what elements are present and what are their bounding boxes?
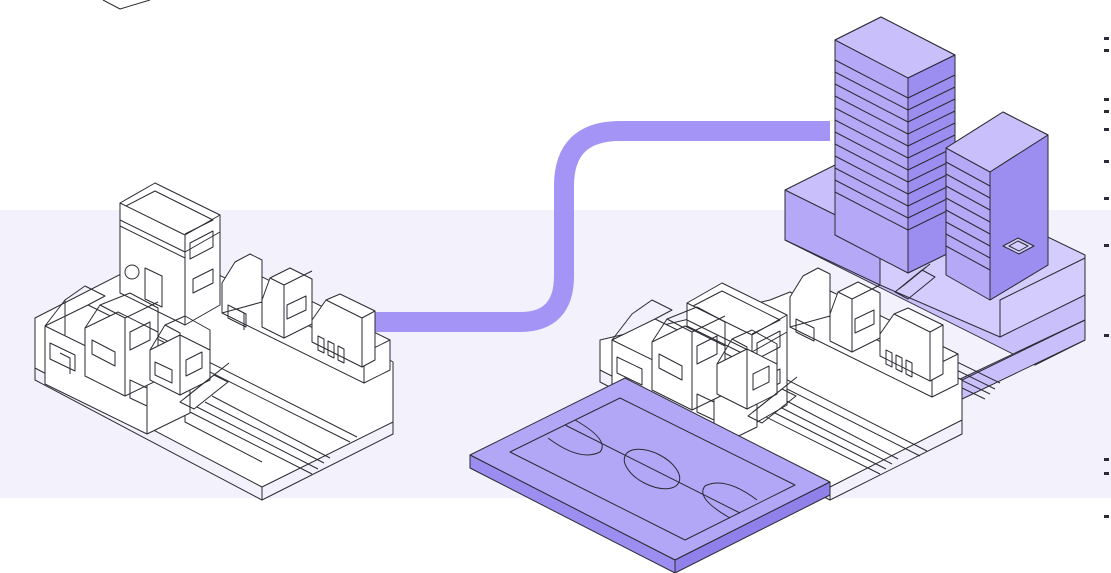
top-left-partial-icon (103, 0, 150, 9)
